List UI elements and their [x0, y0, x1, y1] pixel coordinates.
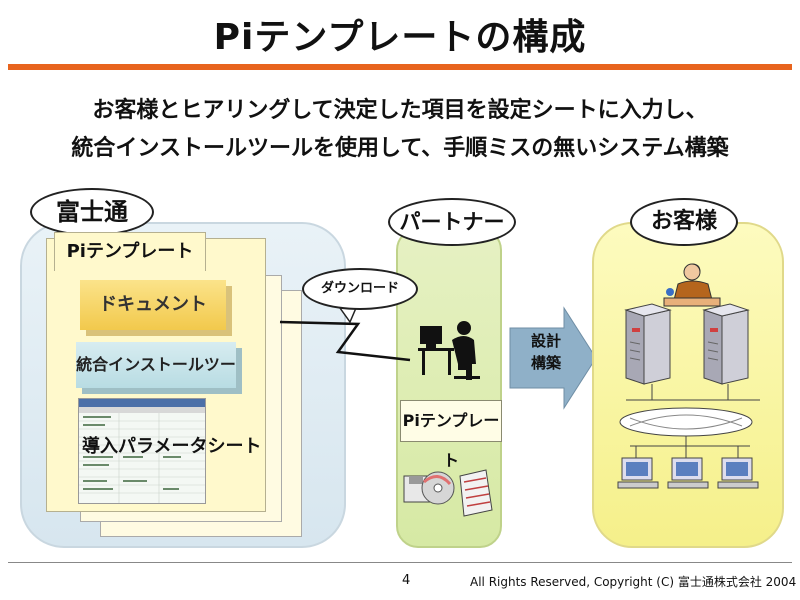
arrow-label-line-1: 設計 — [530, 332, 561, 350]
download-connector — [279, 307, 411, 362]
subtitle-line-1: お客様とヒアリングして決定した項目を設定シートに入力し、 — [92, 98, 708, 123]
partner-template: Piテンプレート — [400, 400, 502, 470]
page-number: 4 — [402, 573, 411, 588]
customer-panel — [592, 222, 784, 548]
arrow-label: 設計 構築 — [516, 330, 576, 374]
document-block: ドキュメント — [80, 280, 226, 330]
person-at-computer-icon — [418, 321, 480, 380]
title-rule — [8, 64, 792, 70]
network-icon — [619, 384, 760, 458]
server-icon — [702, 303, 750, 385]
spreadsheet-icon — [79, 399, 205, 503]
server-icon — [624, 303, 672, 385]
arrow-label-line-2: 構築 — [530, 354, 561, 372]
customer-label: お客様 — [630, 198, 738, 246]
partner-label: パートナー — [388, 198, 516, 246]
download-bubble: ダウンロード — [302, 268, 418, 310]
customer-person-icon — [663, 263, 721, 307]
install-tool-block: 統合インストールツール — [76, 342, 236, 420]
page-title: Piテンプレートの構成 — [213, 17, 587, 58]
template-tab: Piテンプレート — [54, 232, 206, 271]
subtitle-line-2: 統合インストールツールを使用して、手順ミスの無いシステム構築 — [71, 136, 729, 161]
customer-system-illustration — [617, 263, 760, 489]
client-pc-icon — [667, 457, 709, 489]
footer-rule — [8, 562, 792, 563]
client-pc-icon — [717, 457, 759, 489]
fujitsu-label: 富士通 — [30, 188, 154, 236]
copyright: All Rights Reserved, Copyright (C) 富士通株式… — [470, 575, 797, 589]
client-pc-icon — [617, 457, 659, 489]
parameter-sheet-screenshot — [78, 398, 206, 504]
media-icon — [403, 469, 493, 517]
parameter-sheet-label: 導入パラメータシート — [82, 436, 262, 457]
design-build-arrow — [509, 306, 597, 410]
